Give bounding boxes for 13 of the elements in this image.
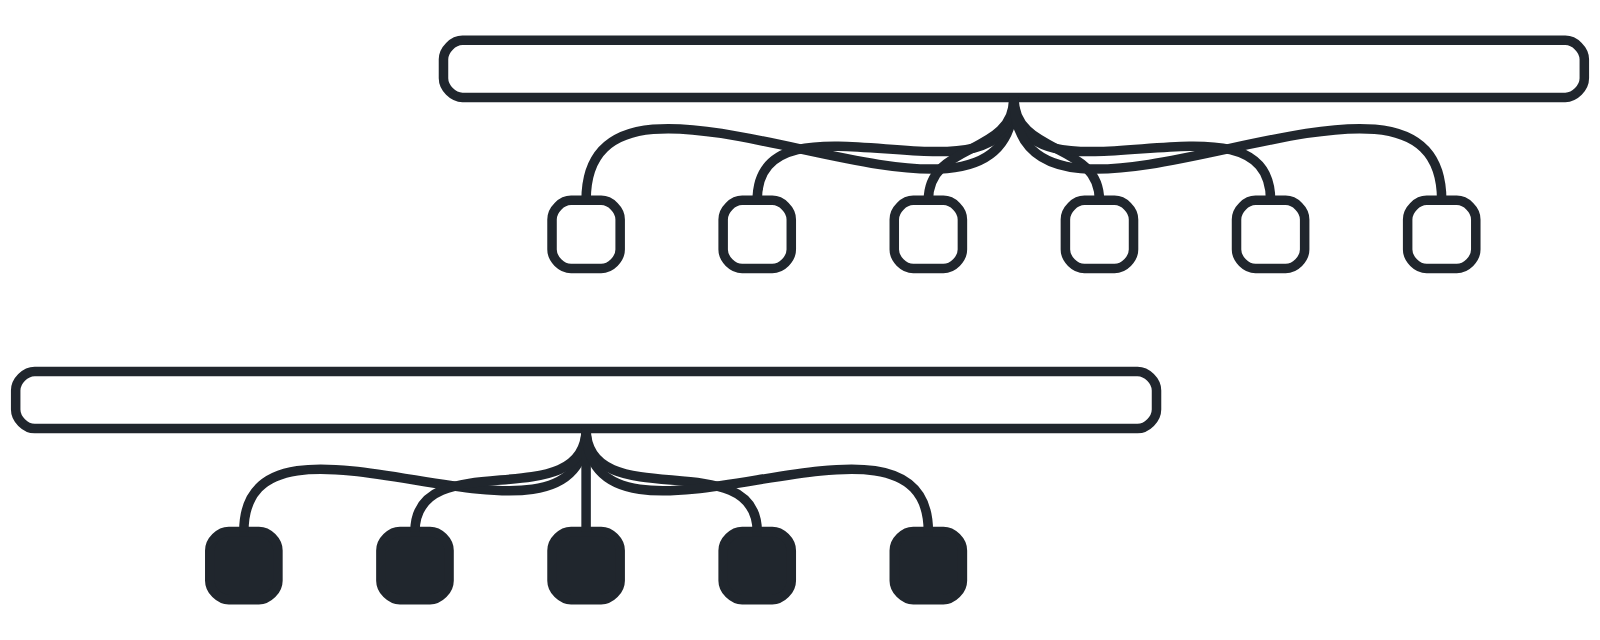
- node-box: [376, 526, 454, 605]
- node-bar: [10, 366, 1162, 434]
- node-bar: [438, 35, 1590, 103]
- node-box: [547, 195, 625, 274]
- node-box: [718, 195, 797, 274]
- node-box: [1231, 195, 1310, 274]
- node-box: [889, 526, 968, 605]
- node-box: [889, 195, 968, 274]
- node-box: [1060, 195, 1139, 274]
- node-box: [205, 526, 283, 605]
- node-box: [718, 526, 797, 605]
- node-box: [1402, 195, 1481, 274]
- node-box: [547, 526, 625, 605]
